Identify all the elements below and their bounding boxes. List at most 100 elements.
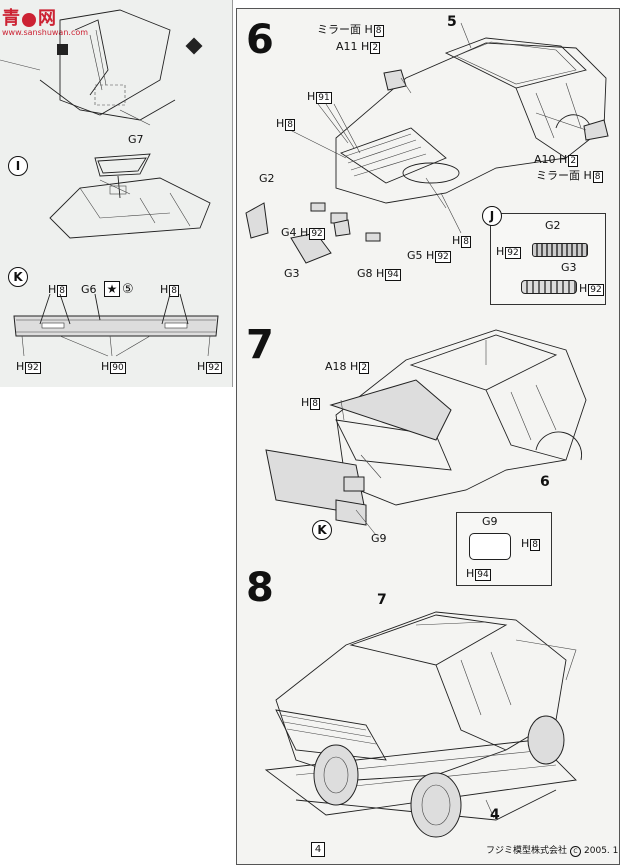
step7-g9-label: G9 [371, 532, 387, 545]
g6-label: G6 [81, 283, 97, 296]
a11-text: A11 [336, 40, 358, 53]
h-prefix: H [307, 90, 316, 103]
h8-box: 8 [310, 398, 321, 410]
company-name: フジミ模型株式会社 [486, 846, 568, 856]
h-prefix: H [350, 360, 359, 373]
h90-box: 90 [110, 362, 126, 374]
mirror-text: ミラー面 [317, 23, 361, 36]
h-prefix: H [521, 537, 530, 550]
step-j-marker: J [482, 206, 502, 226]
h92-box: 92 [435, 251, 451, 263]
a18-text: A18 [325, 360, 347, 373]
h92-box: 92 [588, 284, 604, 296]
h8-box: 8 [592, 171, 603, 183]
step-k-label: K [13, 270, 23, 284]
h-prefix: H [197, 360, 206, 373]
h2-box: 2 [568, 155, 579, 167]
h8-box: 8 [57, 285, 68, 297]
h94-box: 94 [385, 269, 401, 281]
step-i-label: I [15, 159, 21, 173]
copyright-mark: C [570, 846, 582, 857]
h92-box: 92 [206, 362, 222, 374]
j-g2-label: G2 [545, 219, 561, 232]
left-top-drawing [0, 9, 176, 126]
h8-box: 8 [461, 236, 472, 248]
step-6-number: 6 [246, 17, 274, 63]
step-i-marker: I [8, 156, 28, 176]
watermark-char-1: 青 [2, 8, 20, 29]
five-label: ⑤ [122, 282, 134, 297]
g4-text: G4 [281, 226, 297, 239]
step8-ref-7: 7 [377, 592, 387, 608]
h-prefix: H [579, 282, 588, 295]
k-bumper-drawing [13, 293, 219, 357]
step6-car-drawing [245, 22, 609, 264]
h92-box: 92 [309, 228, 325, 240]
h-prefix: H [496, 245, 505, 258]
h-prefix: H [364, 23, 373, 36]
h2-box: 2 [370, 42, 381, 54]
h8-box: 8 [169, 285, 180, 297]
h2-box: 2 [359, 362, 370, 374]
step7-k-marker: K [312, 520, 332, 540]
h-prefix: H [300, 226, 309, 239]
page-number: 4 [314, 844, 322, 855]
h8-box: 8 [530, 539, 541, 551]
h8-box: 8 [373, 25, 384, 37]
step7-ref-6: 6 [540, 474, 550, 490]
h-prefix: H [452, 234, 461, 247]
footer-year: 2005. 1 [584, 846, 619, 856]
step8-ref-4: 4 [490, 807, 500, 823]
h92-box: 92 [505, 247, 521, 259]
h-prefix: H [48, 283, 57, 296]
h92-box: 92 [25, 362, 41, 374]
h-prefix: H [276, 117, 285, 130]
g5-text: G5 [407, 249, 423, 262]
step-8-number: 8 [246, 565, 274, 611]
g3-label: G3 [284, 267, 300, 280]
g2-label: G2 [259, 172, 275, 185]
h-prefix: H [16, 360, 25, 373]
watermark: 青网 www.sanshuwan.com [2, 4, 88, 37]
step8-car-drawing [264, 611, 577, 838]
h-prefix: H [301, 396, 310, 409]
h-prefix: H [583, 169, 592, 182]
h-prefix: H [160, 283, 169, 296]
grille-part-g2 [532, 243, 588, 257]
h94-box: 94 [475, 569, 491, 581]
step7-car-drawing [265, 329, 587, 536]
h-prefix: H [361, 40, 370, 53]
step-k-marker: K [8, 267, 28, 287]
mirror-text: ミラー面 [536, 169, 580, 182]
g9-part [469, 533, 511, 560]
step6-ref-5: 5 [447, 14, 457, 30]
h-prefix: H [426, 249, 435, 262]
step-j-label: J [489, 209, 495, 223]
star-icon: ★ [104, 281, 120, 297]
g8-text: G8 [357, 267, 373, 280]
h91-box: 91 [316, 92, 332, 104]
h8-box: 8 [285, 119, 296, 131]
h-prefix: H [466, 567, 475, 580]
h-prefix: H [376, 267, 385, 280]
a10-text: A10 [534, 153, 556, 166]
lamp-part-g3 [521, 280, 577, 294]
step7-k-label: K [317, 523, 327, 537]
g7-label: G7 [128, 133, 144, 146]
